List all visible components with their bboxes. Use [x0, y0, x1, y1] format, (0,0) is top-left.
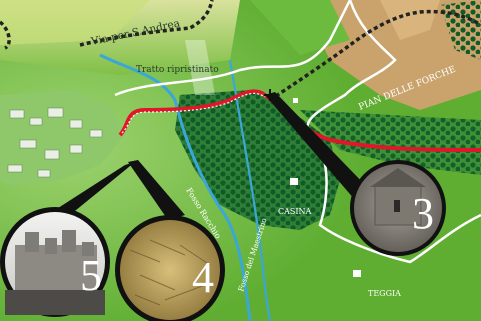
marker-4-number: 4: [192, 253, 214, 302]
dotted-path-east: [269, 9, 481, 102]
field-green-strip: [250, 0, 350, 55]
field-upper: [380, 0, 440, 40]
label-tratto-ripristinato: Tratto ripristinato: [136, 65, 219, 75]
house-icon-small: [293, 98, 298, 103]
sunlit-slope: [0, 0, 150, 45]
photo-marker-3[interactable]: 3: [350, 160, 446, 256]
restored-section: [121, 92, 266, 134]
marker-3-number: 3: [412, 189, 434, 238]
dotted-path-north: [79, 0, 214, 47]
river-fosso-racchio: [99, 53, 252, 321]
marker-5-number: 5: [80, 251, 102, 300]
marker-4-pointer: [128, 160, 185, 220]
label-casina: CASINA: [278, 207, 312, 216]
dotted-path-west: [0, 20, 11, 50]
village-area: [0, 90, 125, 185]
village-buildings: [7, 107, 103, 178]
red-route: [118, 89, 481, 152]
light-beam: [185, 40, 215, 95]
house-icon-teggia: [353, 270, 361, 277]
house-icon-casina: [290, 178, 298, 185]
river-fosso-del-maestrino: [228, 59, 272, 321]
marker-5-pointer: [55, 162, 135, 215]
photo-marker-5[interactable]: 5: [0, 207, 110, 317]
white-trail-north: [114, 0, 352, 97]
marker-3-pointer: [265, 92, 370, 200]
label-teggia: TEGGIA: [368, 289, 401, 298]
forest-band-trees: [300, 110, 481, 175]
photo-marker-4[interactable]: 4: [115, 215, 225, 321]
